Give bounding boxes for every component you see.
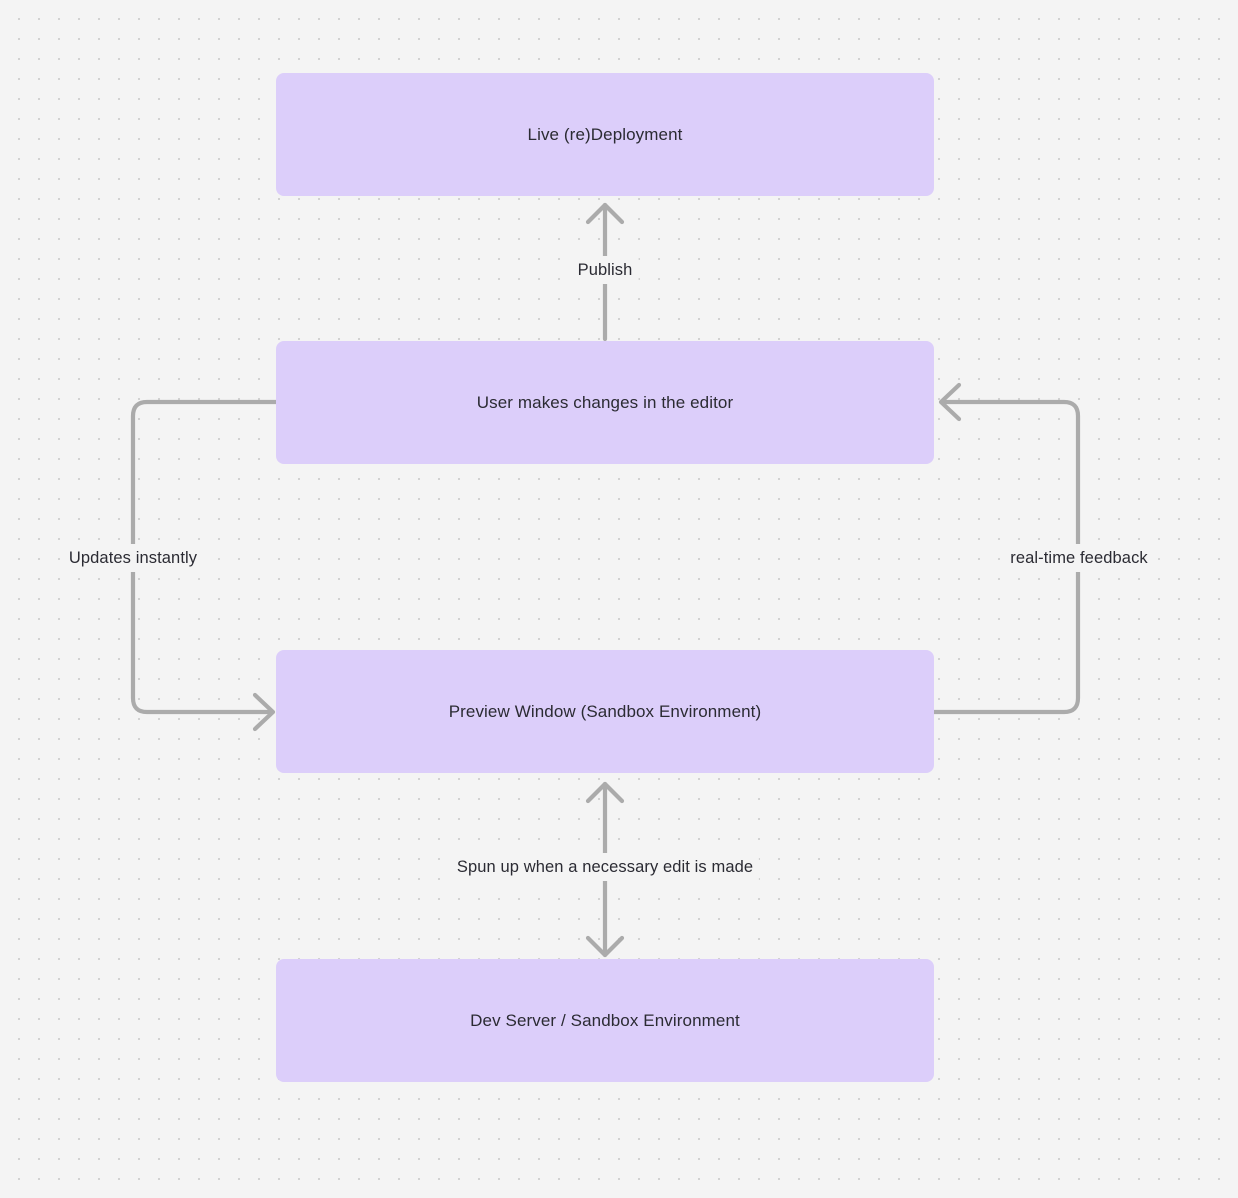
edge-label-real-time-feedback: real-time feedback (1004, 544, 1154, 572)
node-dev-server[interactable]: Dev Server / Sandbox Environment (276, 959, 934, 1082)
node-label-live-deployment: Live (re)Deployment (527, 124, 683, 144)
node-label-preview-window: Preview Window (Sandbox Environment) (448, 701, 762, 721)
node-label-dev-server: Dev Server / Sandbox Environment (470, 1010, 740, 1030)
node-live-deployment[interactable]: Live (re)Deployment (276, 73, 934, 196)
edge-label-publish: Publish (571, 256, 639, 284)
node-label-user-editor: User makes changes in the editor (476, 392, 734, 412)
edge-label-updates-instantly: Updates instantly (62, 544, 204, 572)
edge-label-spun-up: Spun up when a necessary edit is made (450, 853, 760, 881)
node-preview-window[interactable]: Preview Window (Sandbox Environment) (276, 650, 934, 773)
node-user-editor[interactable]: User makes changes in the editor (276, 341, 934, 464)
